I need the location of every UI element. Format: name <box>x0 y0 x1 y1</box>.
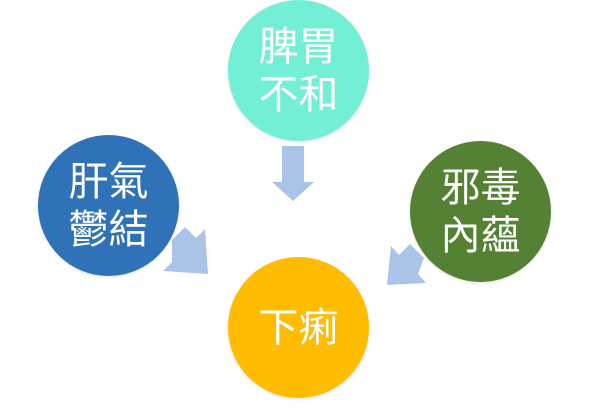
node-label-left: 肝氣 鬱結 <box>68 158 149 253</box>
node-dysentery: 下痢 <box>228 257 369 398</box>
node-evil-toxin: 邪毒 內蘊 <box>410 141 551 282</box>
node-liver-qi: 肝氣 鬱結 <box>38 135 179 276</box>
node-label-right: 邪毒 內蘊 <box>440 164 521 259</box>
node-label-center: 下痢 <box>258 304 339 351</box>
arrow-left-to-center <box>163 227 208 274</box>
node-label-top: 脾胃 不和 <box>258 23 339 118</box>
arrow-top-to-center <box>272 146 314 201</box>
arrow-right-to-center <box>387 244 426 285</box>
node-spleen-stomach: 脾胃 不和 <box>228 0 369 141</box>
